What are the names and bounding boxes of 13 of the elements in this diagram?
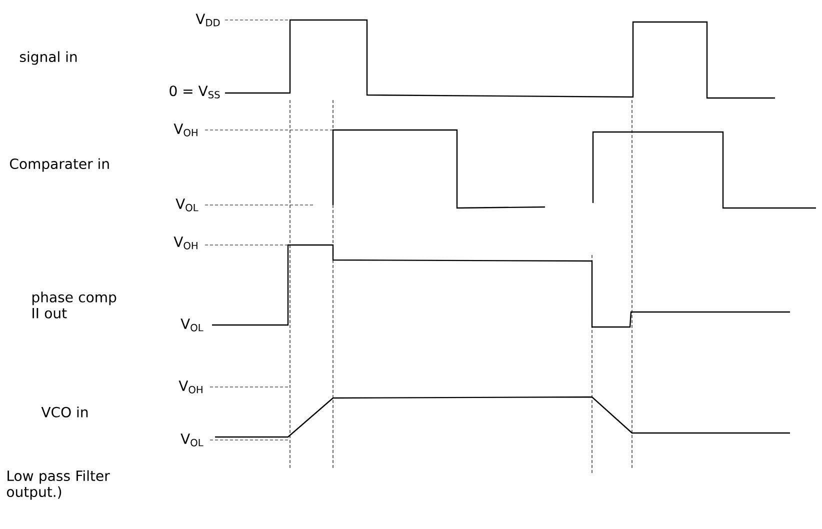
level-label: V$_{OH}$ — [178, 380, 202, 394]
signal-name: VCO in — [41, 406, 88, 418]
signal-name: signal in — [20, 51, 77, 65]
level-label: V$_{OH}$ — [174, 236, 198, 250]
signal-name: Low pass Filter output.) — [6, 470, 110, 500]
level-label: V$_{OH}$ — [174, 124, 198, 136]
level-label: 0 = V$_{SS}$ — [170, 86, 220, 98]
level-label: V$_{OL}$ — [180, 318, 204, 332]
level-label: V$_{DD}$ — [196, 14, 220, 26]
level-label: V$_{OL}$ — [180, 434, 204, 446]
signal-name: Comparater in — [10, 158, 109, 172]
level-label: V$_{OL}$ — [176, 198, 198, 212]
signal-name: phase comp II out — [32, 292, 116, 318]
